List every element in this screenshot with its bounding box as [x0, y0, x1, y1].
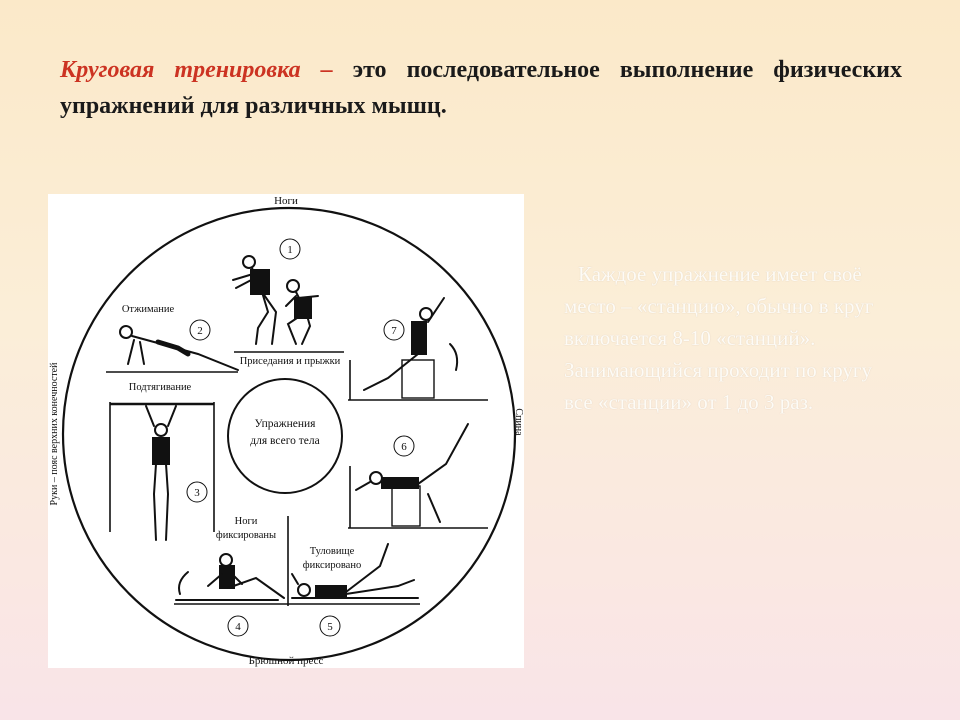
station-6-badge — [393, 435, 415, 457]
station-5-number: 5 — [327, 621, 333, 633]
station-2-number: 2 — [197, 325, 203, 337]
label-squats: Приседания и прыжки — [240, 356, 341, 367]
station-3-badge — [186, 481, 208, 503]
station-7-number: 7 — [391, 325, 397, 337]
pullup-figure — [145, 405, 177, 541]
definition-body: это последовательное выполнение физическ… — [60, 57, 902, 119]
side-note-text: Каждое упражнение имеет своё место – «ст… — [564, 258, 900, 418]
situp-legs-fixed-figure — [175, 553, 285, 601]
label-top: Ноги — [274, 195, 298, 207]
diagram-svg: Ноги Брюшной пресс Руки – пояс верхних к… — [49, 195, 524, 667]
label-pushups: Отжимание — [122, 304, 175, 315]
station-3-number: 3 — [194, 487, 200, 499]
station-4-badge — [227, 615, 249, 637]
label-left: Руки – пояс верхних конечностей — [49, 362, 60, 506]
station-4-number: 4 — [235, 621, 241, 633]
bench-7 — [401, 359, 435, 399]
label-right: Спина — [513, 408, 524, 436]
station-1-badge — [279, 238, 301, 260]
outer-circle — [61, 206, 517, 662]
center-label-line2: для всего тела — [250, 435, 320, 447]
back-extension-figure-7 — [363, 297, 459, 391]
bench-6 — [391, 485, 421, 527]
center-label-line1: Упражнения — [255, 418, 317, 430]
squat-jump-figures — [232, 255, 319, 345]
label-pullups: Подтягивание — [129, 382, 192, 393]
circuit-training-diagram: Ноги Брюшной пресс Руки – пояс верхних к… — [48, 194, 524, 668]
label-legs-fixed-2: фиксированы — [216, 530, 276, 541]
station-7-badge — [383, 319, 405, 341]
station-6-number: 6 — [401, 441, 407, 453]
label-torso-fixed-1: Туловище — [310, 546, 355, 557]
leg-raise-torso-fixed-figure — [291, 543, 419, 599]
pushup-figure — [119, 325, 239, 371]
back-extension-figure-6 — [355, 423, 469, 523]
center-circle — [227, 378, 343, 494]
station-2-badge — [189, 319, 211, 341]
label-bottom: Брюшной пресс — [249, 655, 324, 667]
label-torso-fixed-2: фиксировано — [303, 560, 361, 571]
definition-term: Круговая тренировка – — [60, 57, 333, 83]
definition-text: Круговая тренировка – это последовательн… — [60, 52, 902, 124]
station-5-badge — [319, 615, 341, 637]
station-1-number: 1 — [287, 244, 293, 256]
label-legs-fixed-1: Ноги — [235, 516, 258, 527]
side-note-body: Каждое упражнение имеет своё место – «ст… — [564, 262, 874, 414]
